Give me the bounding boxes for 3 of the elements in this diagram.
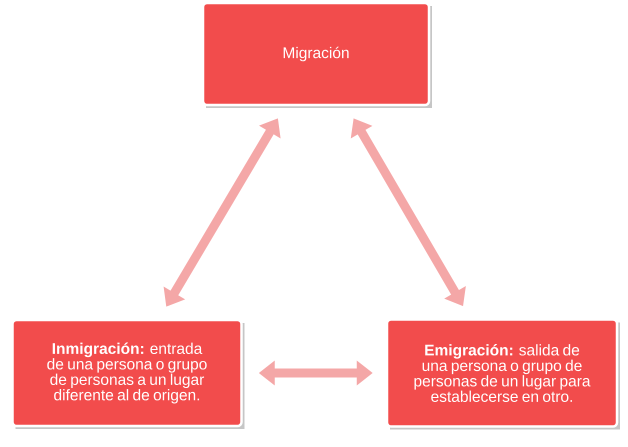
text-box: Emigración: salida de una persona o grupo de personas de un lugar para establecerse en otro. [386, 318, 618, 428]
text-box: Inmigración: entrada de una persona o grupo de personas a un lugar diferente al de origen. [11, 318, 243, 428]
text-box: Migración [202, 2, 430, 106]
